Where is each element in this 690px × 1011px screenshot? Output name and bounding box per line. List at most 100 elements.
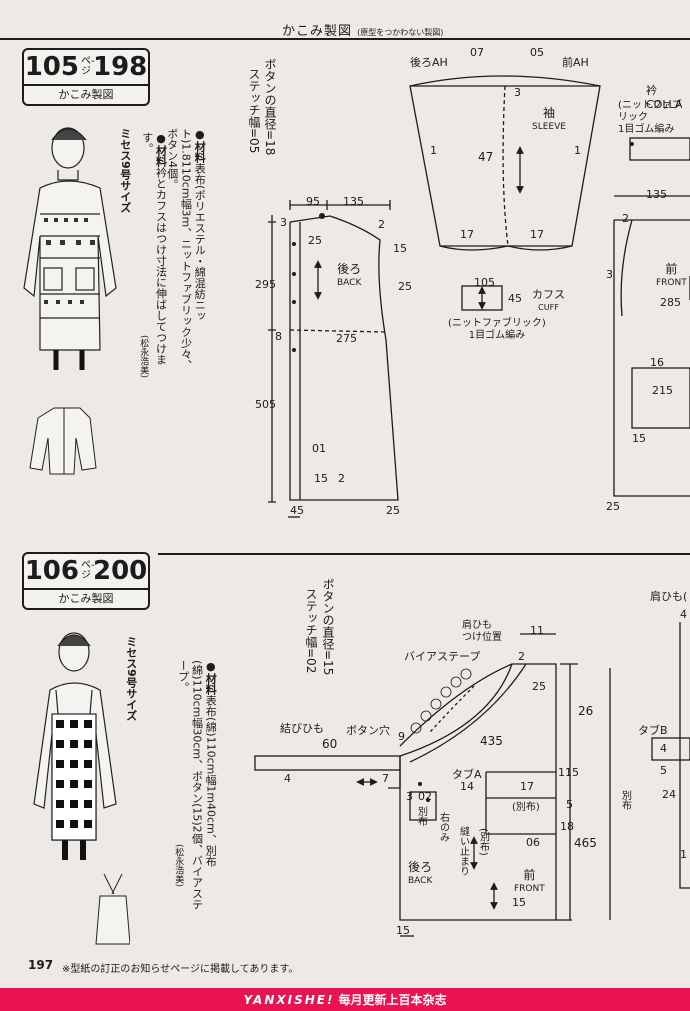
footer-note-part-2: ページに掲載してあります。	[170, 964, 299, 975]
cuff-outline	[461, 285, 503, 311]
pocket-outline	[485, 771, 556, 835]
dim: 105	[474, 276, 495, 289]
dim: 24	[662, 788, 676, 801]
dim: 45	[508, 292, 522, 305]
badge-page-num: 105	[24, 52, 79, 82]
button-hole-label: ボタン穴	[346, 724, 390, 737]
dim: 7	[382, 772, 389, 785]
tab-a-label: タブA	[452, 768, 482, 781]
sleeve-label-jp: 袖	[542, 106, 555, 120]
dim: 07	[470, 46, 484, 59]
dim: 26	[578, 704, 594, 718]
front-label-en: FRONT	[656, 278, 687, 288]
pattern-drawing-105	[268, 75, 690, 518]
dim: 25	[386, 504, 400, 517]
tie-strap-label: 結びひも	[280, 722, 324, 735]
dim: 435	[480, 734, 503, 748]
dim: 3	[514, 86, 521, 99]
dim: 05	[530, 46, 544, 59]
dim: 1	[680, 848, 687, 861]
dim: 215	[652, 384, 673, 397]
back-label-en: BACK	[337, 278, 362, 288]
dim: 17	[520, 780, 534, 793]
shoulder-strap-label: 肩ひも(	[650, 590, 688, 603]
materials-label-106: ●材料	[204, 660, 218, 695]
separate-fabric-paren-2: (別布)	[477, 828, 489, 856]
materials-105: ●材料表布(ポリエステル・綿混紡ニット)1.8110cm幅3m、ニットファブリッ…	[165, 128, 207, 378]
cuff-label-en: CUFF	[538, 303, 559, 312]
dim: 95	[306, 195, 320, 208]
dim: 17	[530, 228, 544, 241]
header-title: かこみ製図	[282, 24, 353, 39]
separate-fabric-paren: (別布)	[512, 802, 540, 813]
collar-label-105: 衿 COLLA	[646, 84, 683, 111]
front-label-105: 前 FRONT	[656, 262, 687, 290]
dim: 15	[512, 896, 526, 909]
garment-illustration-106	[33, 632, 130, 945]
badge-page-unit: ペ-ジ	[81, 560, 95, 581]
cuff-label-105: カフス CUFF	[532, 288, 565, 314]
materials-text-106: 表布(綿)110cm幅1m40cm、別布(綿)110cm幅30cm、ボタン(15…	[176, 660, 218, 910]
cuff-label-jp: カフス	[532, 288, 565, 301]
dim: 2	[518, 650, 525, 663]
front-label-jp: 前	[523, 868, 536, 882]
dim: 3	[606, 268, 613, 281]
dim: 25	[606, 500, 620, 513]
dim: 15	[632, 432, 646, 445]
dim: 2	[622, 212, 629, 225]
dim: 4	[284, 772, 291, 785]
badge-106: 106 ペ-ジ 200 かこみ製図	[22, 552, 150, 610]
back-ah-label: 後ろAH	[410, 56, 448, 69]
dim: 115	[558, 766, 579, 779]
page-number: 197	[28, 958, 54, 972]
dim: 5	[566, 798, 573, 811]
separate-fabric-label-2: 別布	[619, 790, 631, 810]
bias-tape-label: バイアステープ	[404, 650, 481, 663]
brand-tagline: 每月更新上百本杂志	[338, 993, 447, 1007]
dim: 2	[338, 472, 345, 485]
badge-105: 105 ペ-ジ 198 かこみ製図	[22, 48, 150, 106]
knit-note-line-2: 1目ゴム編み	[618, 124, 675, 135]
sew-stop-label: 縫い止まり	[457, 826, 469, 876]
dim: 17	[460, 228, 474, 241]
footer-banner: YANXISHE! 每月更新上百本杂志	[0, 988, 690, 1011]
button-note-105: ボタンの直径=18	[263, 58, 277, 156]
dim: 06	[526, 836, 540, 849]
shoulder-strap-outline	[679, 622, 690, 889]
dim: 18	[560, 820, 574, 833]
pocket-outline	[631, 367, 690, 429]
dim: 4	[680, 608, 687, 621]
sleeve-label-105: 袖 SLEEVE	[532, 106, 566, 134]
tab-b-outline	[651, 737, 690, 761]
apron-body-outline	[399, 663, 557, 921]
dim: 15	[396, 924, 410, 937]
knit-note-line-1: (ニットファブリック	[618, 100, 682, 123]
materials-text-105: 表布(ポリエステル・綿混紡ニット)1.8110cm幅3m、ニットファブリック少々…	[165, 128, 207, 371]
dim: 25	[532, 680, 546, 693]
cuff-note-105: (ニットファブリック) 1目ゴム編み	[448, 318, 546, 342]
dim: 505	[255, 398, 276, 411]
sleeve-label-en: SLEEVE	[532, 122, 566, 132]
badge-item-num: 200	[93, 556, 148, 586]
dim: 45	[290, 504, 304, 517]
dim: 8	[275, 330, 282, 343]
front-label-106: 前 FRONT	[514, 868, 545, 896]
badge-page-unit: ペ-ジ	[81, 56, 95, 77]
page-header: かこみ製図 (原型をつかわない製図)	[282, 20, 443, 39]
brand-name: YANXISHE!	[243, 992, 335, 1007]
badge-subtitle: かこみ製図	[24, 588, 148, 606]
dim: 465	[574, 836, 597, 850]
front-bodice-outline	[613, 219, 690, 497]
dim: 9	[398, 730, 405, 743]
dim: 16	[650, 356, 664, 369]
right-only-label: 右のみ	[437, 812, 449, 842]
dim: 2	[378, 218, 385, 231]
note-105: ●材料衿とカフスはつけ寸法に伸ばしてつけます。	[140, 132, 168, 382]
dim: 1	[430, 144, 437, 157]
dim: 3	[406, 790, 413, 803]
badge-subtitle: かこみ製図	[24, 84, 148, 102]
dim: 3	[280, 216, 287, 229]
button-note-106: ボタンの直径=15	[321, 578, 335, 676]
back-label-jp: 後ろ	[337, 262, 362, 276]
dim: 135	[343, 195, 364, 208]
